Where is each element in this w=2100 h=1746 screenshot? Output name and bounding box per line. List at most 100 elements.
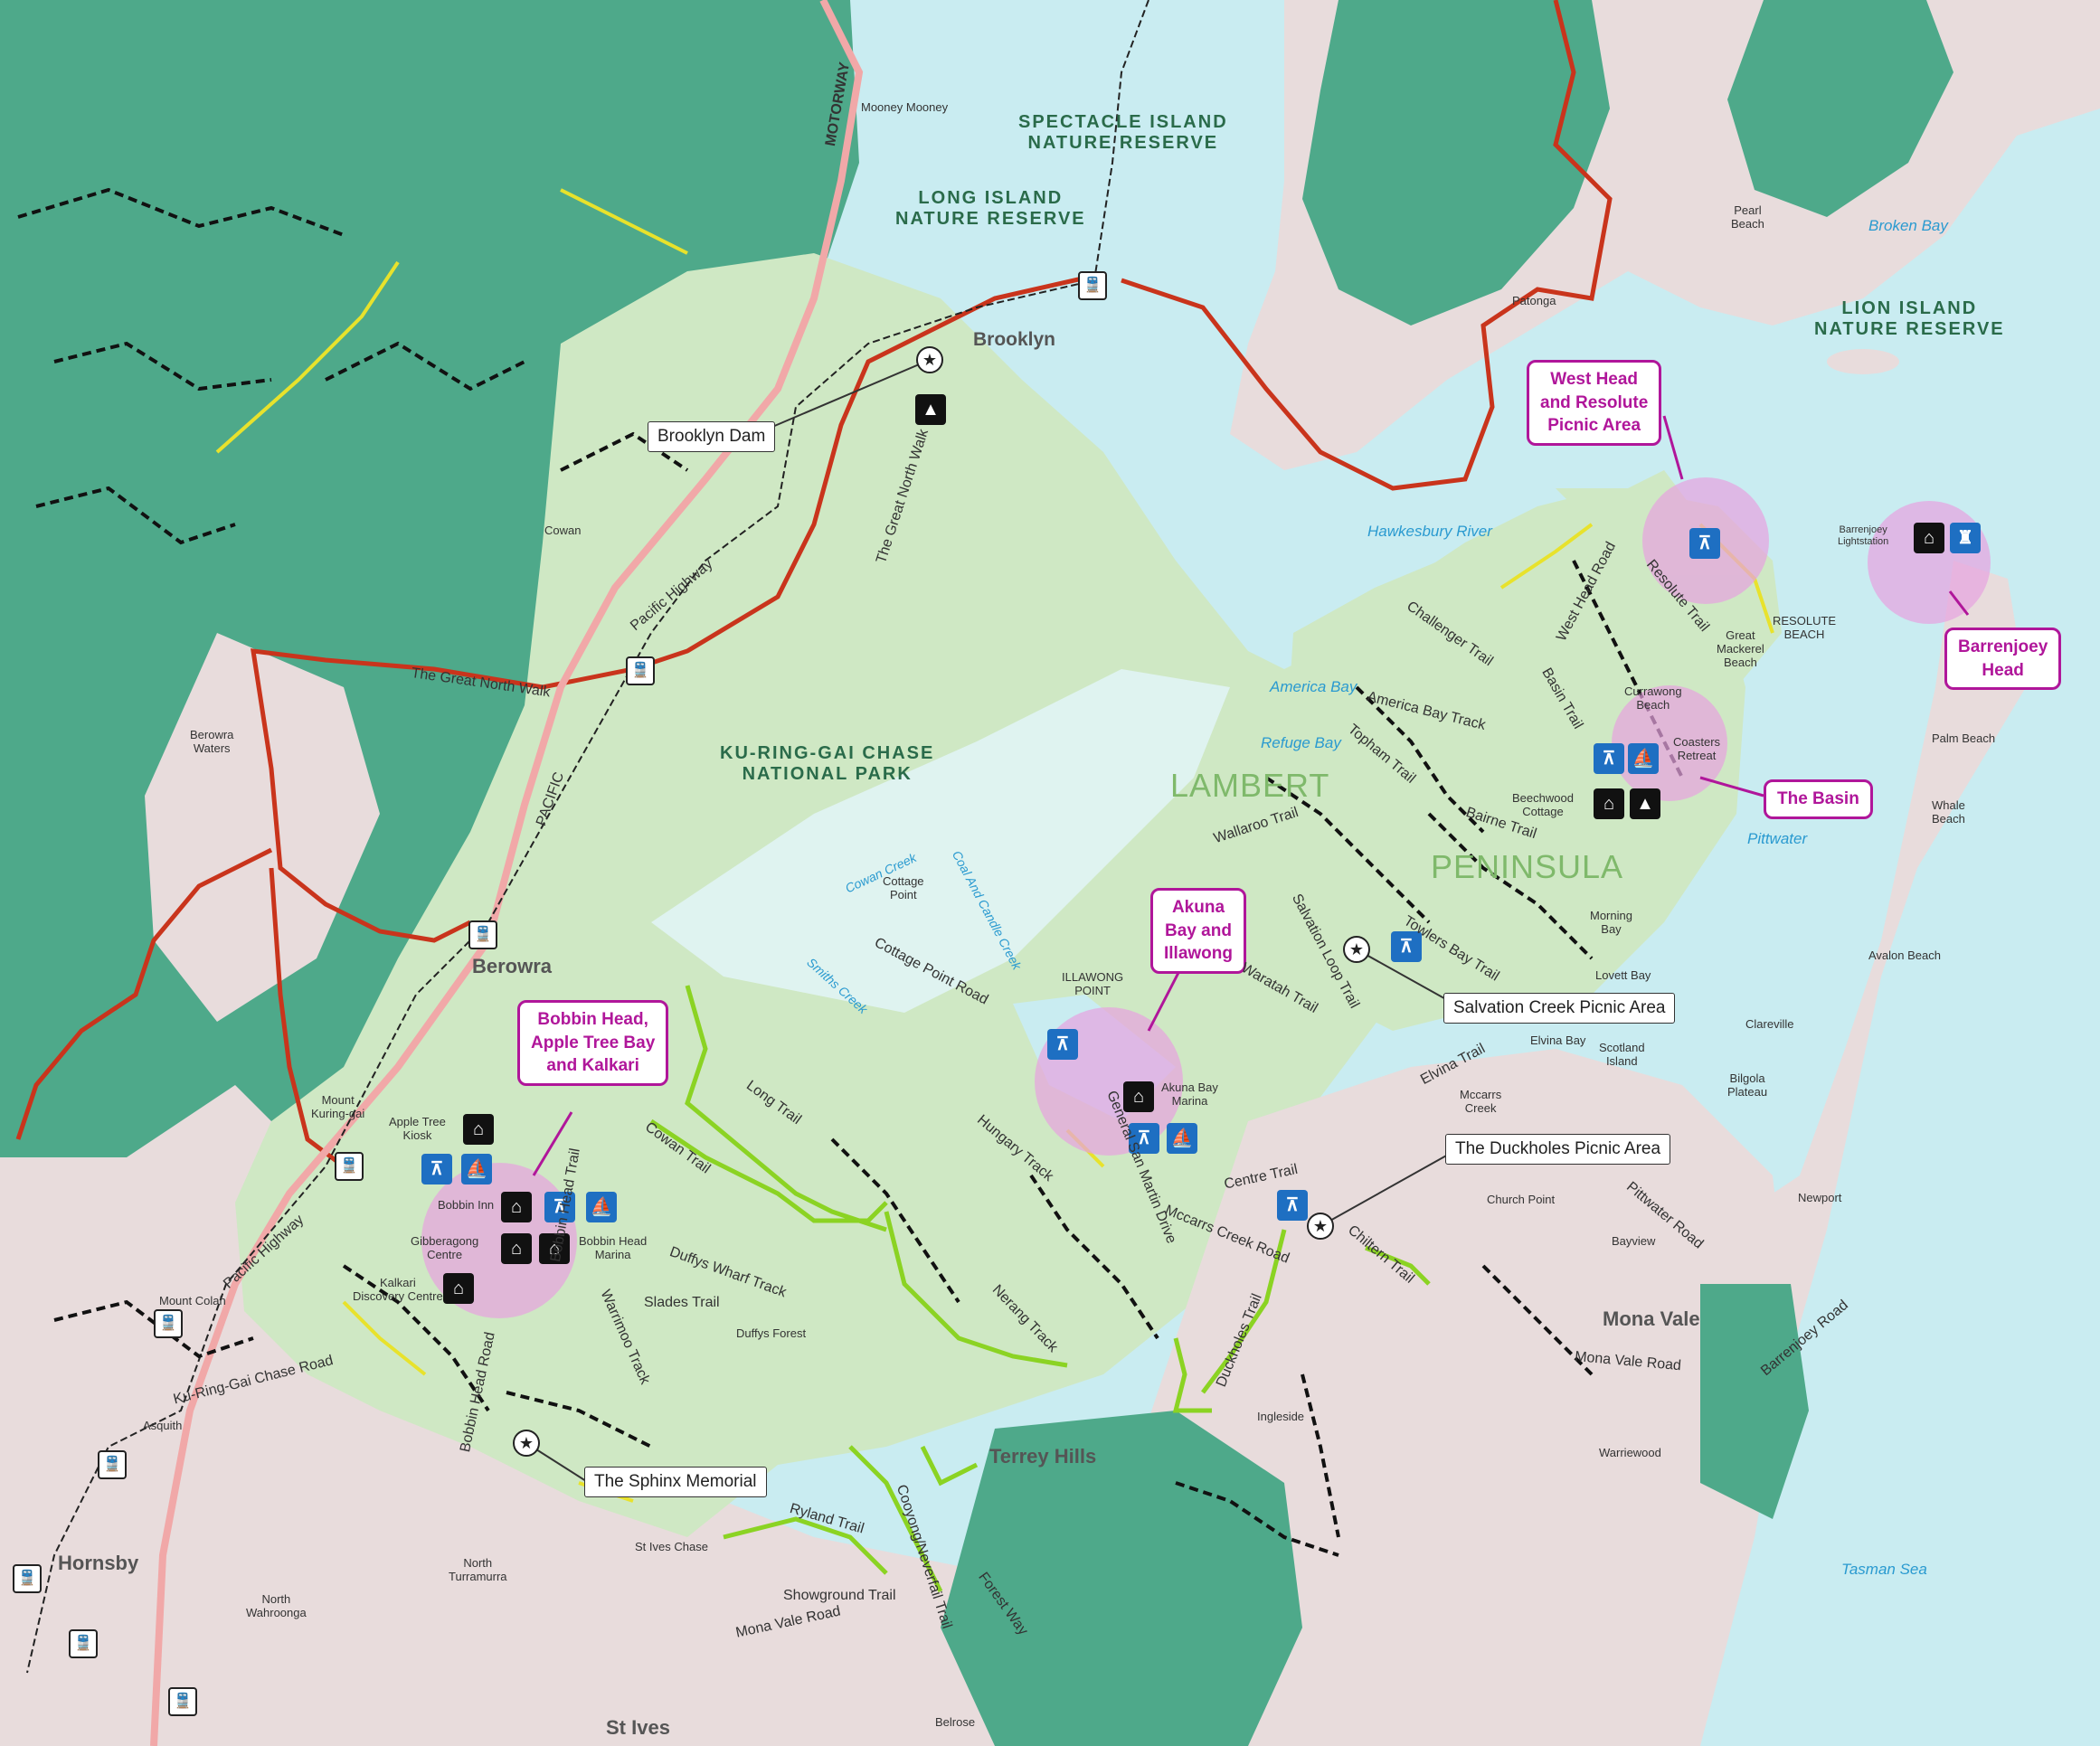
place-label: Brooklyn xyxy=(973,329,1056,350)
place-label: Pearl Beach xyxy=(1731,203,1764,231)
building-icon[interactable]: ⌂ xyxy=(1594,788,1624,819)
picnic-icon[interactable]: ⊼ xyxy=(1594,743,1624,774)
callout-text: The Basin xyxy=(1777,789,1859,808)
water-label: Pittwater xyxy=(1747,830,1808,847)
picnic-icon[interactable]: ⊼ xyxy=(1689,528,1720,559)
walking-tracks xyxy=(215,188,1774,1503)
place-label: Beechwood Cottage xyxy=(1512,791,1574,818)
poi-text: The Duckholes Picnic Area xyxy=(1455,1139,1661,1158)
train-station-icon: 🚆 xyxy=(154,1309,183,1338)
poi-salvation-creek[interactable]: Salvation Creek Picnic Area xyxy=(1443,993,1676,1024)
poi-brooklyn-dam[interactable]: Brooklyn Dam xyxy=(648,421,776,452)
building-icon[interactable]: ⌂ xyxy=(463,1114,494,1145)
reserve-label: LONG ISLAND NATURE RESERVE xyxy=(895,188,1086,229)
boat-ramp-icon[interactable]: ⛵ xyxy=(1167,1123,1197,1154)
water-label: Hawkesbury River xyxy=(1367,523,1492,540)
place-label: Coasters Retreat xyxy=(1673,735,1721,762)
place-label: Palm Beach xyxy=(1932,731,1996,745)
place-label: Belrose xyxy=(935,1715,976,1729)
callout-barrenjoey-head[interactable]: Barrenjoey Head xyxy=(1944,628,2062,691)
region-label: PENINSULA xyxy=(1431,848,1624,885)
place-label: North Turramurra xyxy=(449,1556,507,1583)
landmark-star-icon xyxy=(1343,936,1370,963)
place-label: Whale Beach xyxy=(1932,798,1965,826)
boat-ramp-icon[interactable]: ⛵ xyxy=(1628,743,1659,774)
picnic-icon[interactable]: ⊼ xyxy=(544,1192,575,1222)
train-station-icon: 🚆 xyxy=(468,920,497,949)
picnic-icon[interactable]: ⊼ xyxy=(1047,1029,1078,1060)
camping-icon[interactable]: ▲ xyxy=(915,394,946,425)
great-north-walk-route xyxy=(1121,0,1613,491)
place-label: Mooney Mooney xyxy=(861,100,949,114)
boat-ramp-icon[interactable]: ⛵ xyxy=(586,1192,617,1222)
building-icon[interactable]: ⌂ xyxy=(1123,1081,1154,1112)
place-label: Currawong Beach xyxy=(1624,684,1682,712)
building-icon[interactable]: ⌂ xyxy=(1914,523,1944,553)
place-label: Bilgola Plateau xyxy=(1727,1071,1768,1099)
lighthouse-icon[interactable]: ♜ xyxy=(1950,523,1981,553)
building-icon[interactable]: ⌂ xyxy=(443,1273,474,1304)
picnic-icon[interactable]: ⊼ xyxy=(421,1154,452,1184)
management-trails xyxy=(17,187,1684,1557)
train-station-icon: 🚆 xyxy=(626,656,655,685)
place-label: ILLAWONG POINT xyxy=(1062,970,1124,997)
building-icon[interactable]: ⌂ xyxy=(539,1233,570,1264)
poi-text: The Sphinx Memorial xyxy=(594,1472,757,1491)
callout-text: Barrenjoey Head xyxy=(1958,637,2048,680)
callout-the-basin[interactable]: The Basin xyxy=(1764,779,1873,819)
place-label: Mona Vale xyxy=(1603,1307,1700,1330)
water-label: Broken Bay xyxy=(1868,217,1948,234)
water-label: America Bay xyxy=(1270,678,1357,695)
forest-patch-2 xyxy=(1700,1284,1809,1519)
train-station-icon: 🚆 xyxy=(335,1152,364,1181)
picnic-icon[interactable]: ⊼ xyxy=(1129,1123,1159,1154)
region-label: LAMBERT xyxy=(1170,767,1330,804)
train-station-icon: 🚆 xyxy=(98,1450,127,1479)
callout-text: Akuna Bay and Illawong xyxy=(1164,898,1233,964)
north-forest xyxy=(1302,0,1610,326)
water-label: Tasman Sea xyxy=(1841,1561,1927,1578)
train-station-icon: 🚆 xyxy=(69,1629,98,1658)
callout-akuna-bay[interactable]: Akuna Bay and Illawong xyxy=(1150,888,1246,974)
callout-text: West Head and Resolute Picnic Area xyxy=(1540,370,1649,436)
place-label: Lovett Bay xyxy=(1595,968,1651,982)
callout-west-head[interactable]: West Head and Resolute Picnic Area xyxy=(1527,360,1662,446)
train-station-icon: 🚆 xyxy=(168,1687,197,1716)
boat-ramp-icon[interactable]: ⛵ xyxy=(461,1154,492,1184)
svg-text:★: ★ xyxy=(1313,1217,1328,1236)
great-north-walk-west xyxy=(15,273,1095,1168)
svg-text:★: ★ xyxy=(1349,940,1364,959)
place-label: Terrey Hills xyxy=(989,1445,1097,1468)
place-label: Bobbin Head Marina xyxy=(579,1234,648,1261)
place-label: St Ives Chase xyxy=(635,1540,708,1553)
picnic-icon[interactable]: ⊼ xyxy=(1391,931,1422,962)
poi-text: Brooklyn Dam xyxy=(657,427,766,446)
building-icon[interactable]: ⌂ xyxy=(501,1192,532,1222)
reserve-label: LION ISLAND NATURE RESERVE xyxy=(1814,298,2005,339)
place-label: Newport xyxy=(1798,1191,1842,1204)
railway xyxy=(26,0,1149,1674)
poi-duckholes[interactable]: The Duckholes Picnic Area xyxy=(1445,1134,1671,1165)
place-label: North Wahroonga xyxy=(246,1592,307,1619)
place-label: Berowra xyxy=(472,955,553,977)
callout-bobbin-head[interactable]: Bobbin Head, Apple Tree Bay and Kalkari xyxy=(517,1000,669,1086)
camping-icon[interactable]: ▲ xyxy=(1630,788,1660,819)
building-icon[interactable]: ⌂ xyxy=(501,1233,532,1264)
lion-island xyxy=(1827,349,1899,374)
highlight-barrenjoey xyxy=(1868,501,1991,624)
svg-text:★: ★ xyxy=(519,1434,534,1453)
place-label: Patonga xyxy=(1512,294,1556,307)
poi-sphinx-memorial[interactable]: The Sphinx Memorial xyxy=(584,1467,767,1497)
place-label: Elvina Bay xyxy=(1530,1033,1586,1047)
place-label: Morning Bay xyxy=(1590,909,1632,936)
cowan-creek-water xyxy=(651,669,1230,1013)
place-label: Akuna Bay Marina xyxy=(1161,1081,1218,1108)
place-label: Cottage Point xyxy=(883,874,924,901)
place-label: Apple Tree Kiosk xyxy=(389,1115,446,1142)
west-urban xyxy=(0,1085,1447,1746)
place-label: Mount Kuring-gai xyxy=(311,1093,365,1120)
picnic-icon[interactable]: ⊼ xyxy=(1277,1190,1308,1221)
place-label: Duffys Forest xyxy=(736,1326,807,1340)
